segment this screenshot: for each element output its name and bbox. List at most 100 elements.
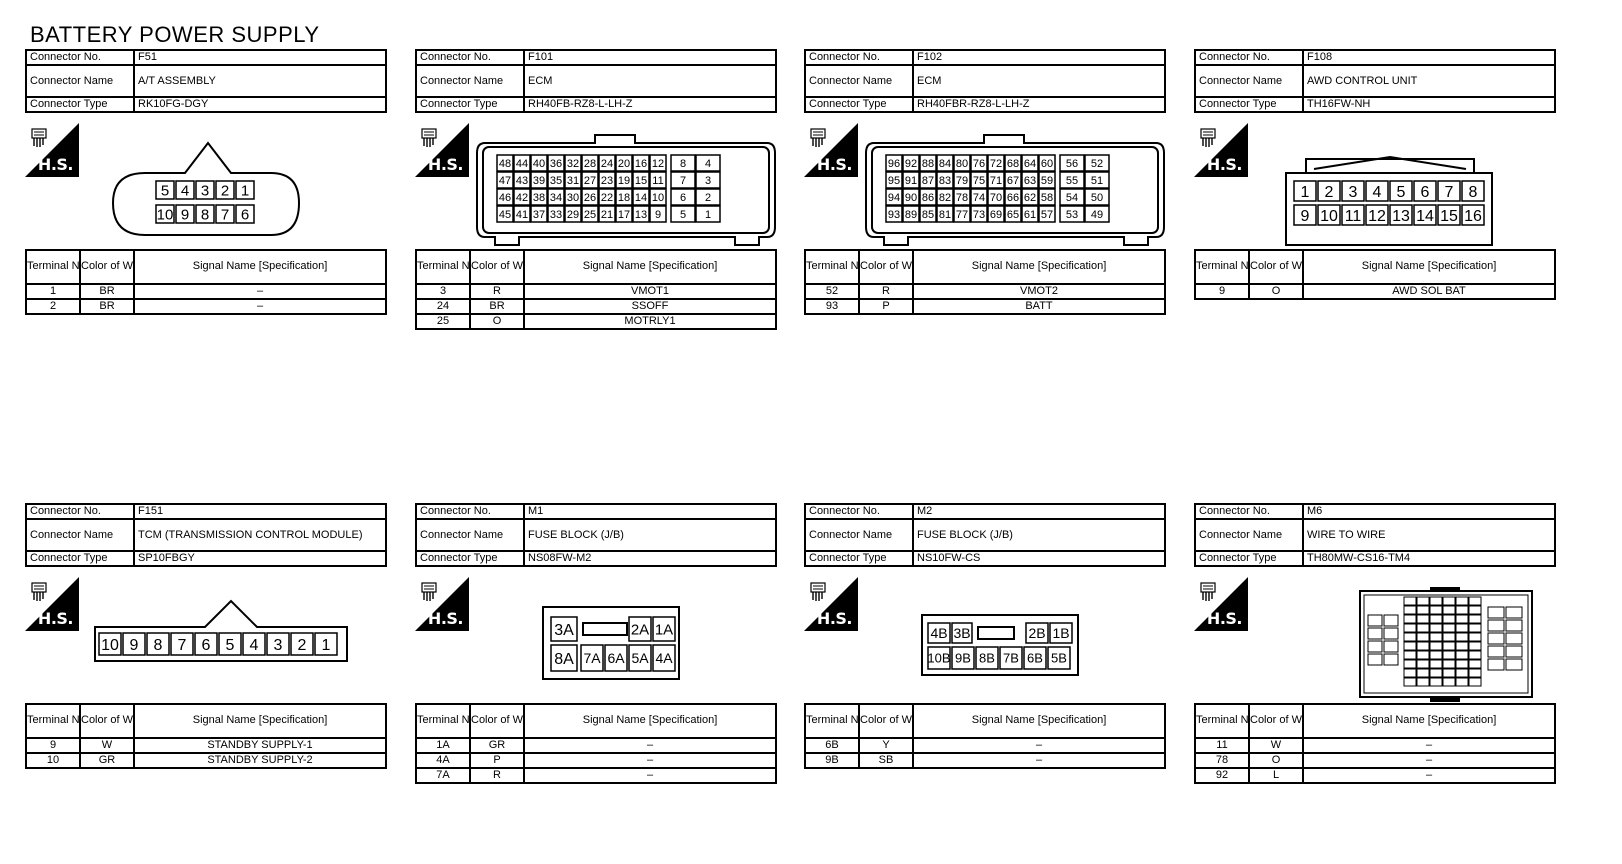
signal-name-cell: STANDBY SUPPLY-1 — [133, 737, 387, 754]
connector-pin-label: 3B — [953, 625, 970, 641]
connector-pin-cell — [670, 188, 696, 206]
connector-pin-label: 9 — [181, 206, 189, 223]
connector-pin-cell — [632, 205, 650, 223]
connector-pin-cell — [1383, 614, 1399, 627]
connector-hand-icon — [1200, 128, 1216, 147]
connector-pin-label: 5 — [161, 182, 169, 199]
connector-key-slot — [582, 622, 628, 636]
connector-pin-label: 60 — [1041, 158, 1053, 170]
connector-pin-label: 75 — [973, 175, 985, 187]
connector-pin-cell — [885, 154, 903, 172]
connector-pin-cell — [902, 205, 920, 223]
connector-name-value: ECM — [912, 64, 1166, 98]
connector-pin-label: 9 — [655, 209, 661, 221]
harness-side-triangle — [25, 123, 79, 177]
connector-type-value: SP10FBGY — [133, 550, 387, 567]
connector-no-label: Connector No. — [1194, 49, 1304, 66]
connector-pin-cell — [1505, 606, 1523, 619]
connector-pin-cell — [1429, 650, 1443, 660]
connector-pin-cell — [218, 632, 242, 656]
connector-type-value: RK10FG-DGY — [133, 96, 387, 113]
connector-hand-icon — [421, 582, 437, 601]
wire-color-cell: BR — [79, 298, 135, 315]
connector-pin-label: 4 — [250, 637, 259, 654]
connector-no-label: Connector No. — [1194, 503, 1304, 520]
connector-pin-cell — [235, 180, 255, 200]
connector-pin-label: 81 — [939, 209, 951, 221]
connector-pin-label: 8A — [554, 651, 574, 668]
connector-pin-cell — [1455, 614, 1469, 624]
harness-side-label: H.S. — [427, 155, 464, 174]
connector-pin-label: 10 — [157, 206, 174, 223]
connector-pin-label: 5B — [1051, 651, 1067, 666]
connector-pin-cell — [1455, 605, 1469, 615]
signal-name-cell: STANDBY SUPPLY-2 — [133, 752, 387, 769]
connector-pin-label: 59 — [1041, 175, 1053, 187]
connector-pin-label: 1 — [241, 182, 249, 199]
connector-pin-cell — [581, 205, 599, 223]
connector-pin-label: 1A — [655, 621, 673, 638]
connector-pin-cell — [649, 171, 667, 189]
connector-name-label: Connector Name — [25, 518, 135, 552]
terminal-no-cell: 93 — [804, 298, 860, 315]
terminal-no-header: Terminal No. — [804, 249, 860, 285]
connector-pin-cell — [628, 616, 652, 642]
connector-pin-label: 74 — [973, 192, 985, 204]
harness-side-triangle — [415, 123, 469, 177]
connector-hand-icon — [1200, 582, 1216, 601]
connector-name-label: Connector Name — [1194, 518, 1304, 552]
connector-pin-cell — [1403, 650, 1417, 660]
signal-name-header: Signal Name [Specification] — [1302, 703, 1556, 739]
connector-pin-cell — [215, 204, 235, 224]
connector-pin-label: 53 — [1066, 209, 1078, 221]
terminal-no-cell: 9 — [25, 737, 81, 754]
connector-pin-cell — [1038, 154, 1056, 172]
connector-pin-cell — [919, 171, 937, 189]
connector-pin-label: 8 — [201, 206, 209, 223]
signal-name-cell: – — [523, 767, 777, 784]
connector-pin-cell — [564, 171, 582, 189]
signal-name-cell: – — [133, 298, 387, 315]
connector-pin-label: 26 — [584, 192, 596, 204]
connector-pin-cell — [670, 205, 696, 223]
connector-pin-label: 82 — [939, 192, 951, 204]
connector-pin-cell — [695, 188, 721, 206]
connector-pin-cell — [496, 188, 514, 206]
connector-pin-cell — [1403, 668, 1417, 678]
connector-pin-cell — [649, 188, 667, 206]
connector-pin-label: 1 — [705, 209, 711, 221]
connector-name-value: FUSE BLOCK (J/B) — [912, 518, 1166, 552]
connector-key-slot — [977, 626, 1015, 640]
wire-color-cell: SB — [858, 752, 914, 769]
connector-pin-cell — [953, 154, 971, 172]
connector-pin-label: 8 — [154, 637, 163, 654]
connector-pin-cell — [1442, 623, 1456, 633]
connector-type-label: Connector Type — [25, 96, 135, 113]
connector-pin-label: 24 — [601, 158, 613, 170]
connector-pin-cell — [1038, 205, 1056, 223]
connector-pin-cell — [1341, 180, 1365, 202]
connector-pin-label: 78 — [956, 192, 968, 204]
color-of-wire-header: Color of Wire — [1248, 249, 1304, 285]
signal-name-header: Signal Name [Specification] — [912, 249, 1166, 285]
wire-color-cell: GR — [79, 752, 135, 769]
connector-pin-cell — [1084, 205, 1110, 223]
connector-pin-label: 10 — [1320, 208, 1338, 225]
connector-pin-label: 2A — [631, 621, 649, 638]
connector-pin-cell — [1049, 622, 1073, 644]
connector-pin-cell — [1317, 180, 1341, 202]
connector-pin-cell — [1365, 204, 1389, 226]
harness-side-triangle — [1194, 577, 1248, 631]
connector-pin-cell — [987, 188, 1005, 206]
